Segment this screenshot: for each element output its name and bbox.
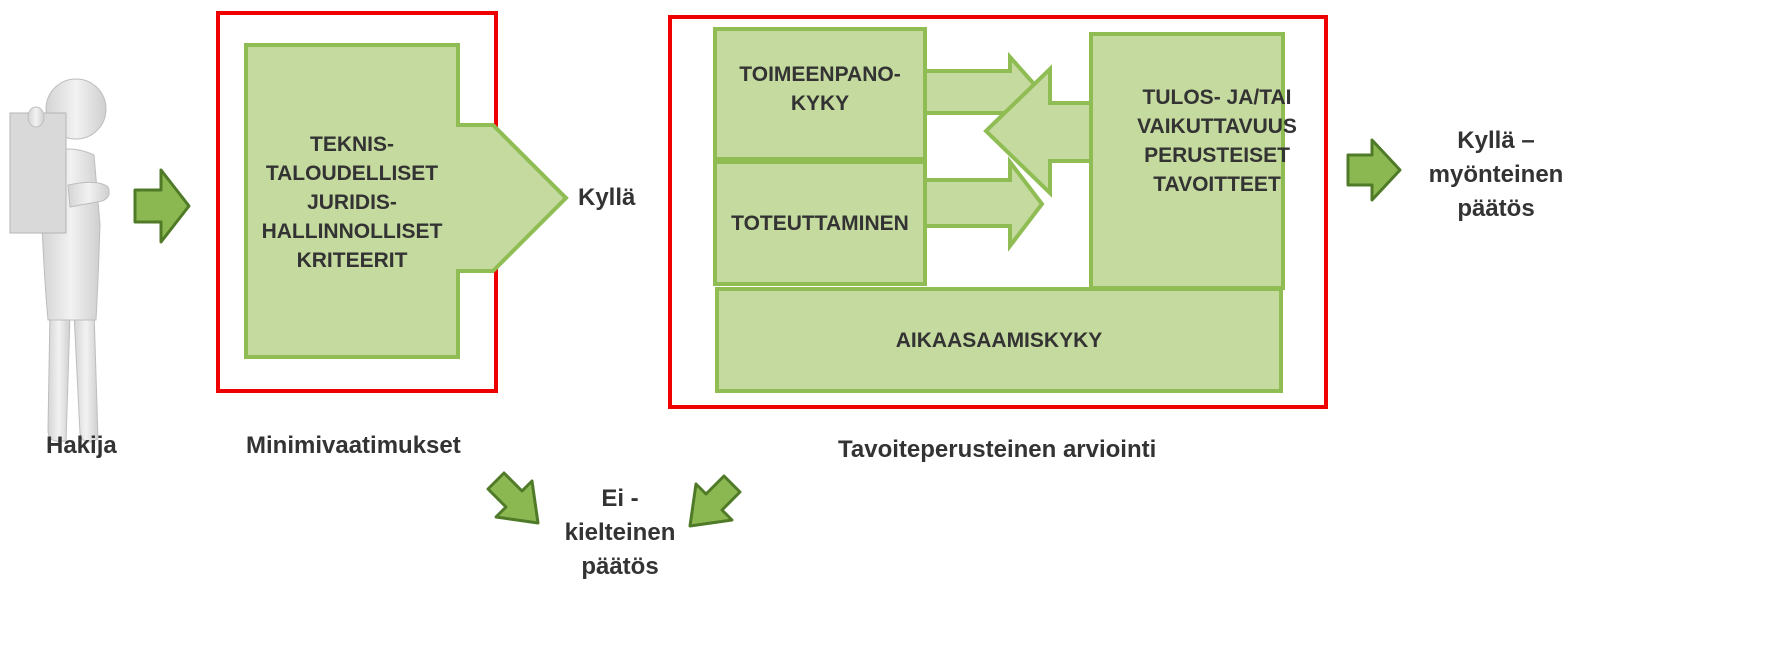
timeliness-box: AIKAASAAMISKYKY <box>715 287 1283 393</box>
goals-box: TULOS- JA/TAI VAIKUTTAVUUS PERUSTEISET T… <box>1089 32 1297 290</box>
arrow-down-left-icon <box>688 474 742 528</box>
criteria-box-text: TEKNIS- TALOUDELLISET JURIDIS- HALLINNOL… <box>261 133 443 272</box>
implementation-capability-box: TOIMEENPANO- KYKY <box>713 27 927 161</box>
arrow-right-icon <box>1346 138 1402 202</box>
minimum-requirements-caption: Minimivaatimukset <box>246 432 461 459</box>
arrow-right-icon <box>133 168 191 244</box>
target-assessment-frame <box>668 15 1328 409</box>
negative-decision-label: Ei - kielteinen päätös <box>564 485 676 580</box>
implementation-box: TOTEUTTAMINEN <box>713 160 927 286</box>
arrow-down-right-icon <box>486 471 540 525</box>
applicant-caption: Hakija <box>46 432 117 459</box>
criteria-arrow-shape <box>244 43 569 359</box>
person-holding-document-icon <box>9 78 110 443</box>
arrow-right-icon <box>918 156 1045 252</box>
target-assessment-caption: Tavoiteperusteinen arviointi <box>838 436 1157 463</box>
yes-label: Kyllä <box>578 184 636 211</box>
positive-decision-label: Kyllä – myönteinen päätös <box>1428 127 1564 222</box>
